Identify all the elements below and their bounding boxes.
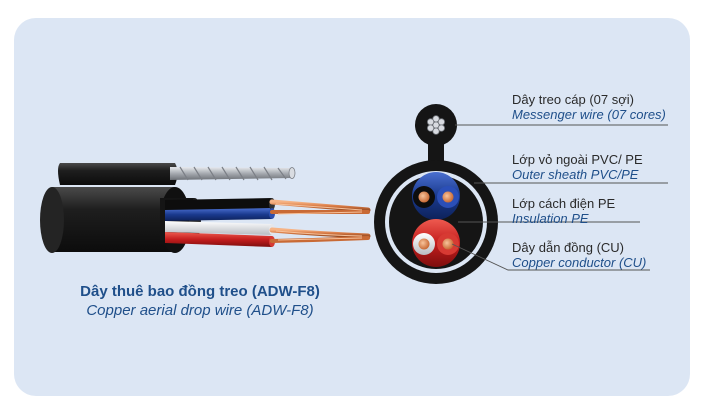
copper-core-dot	[418, 238, 430, 250]
leader-conductor	[451, 243, 650, 271]
conductor-label-vi: Dây dẫn đồng (CU)	[512, 240, 624, 255]
conductor-label-en: Copper conductor (CU)	[512, 255, 647, 270]
sheath-label-en: Outer sheath PVC/PE	[512, 167, 639, 182]
insulation-label-en: Insulation PE	[512, 211, 589, 226]
copper-core-dot	[442, 191, 454, 203]
white-insulation	[165, 221, 272, 235]
sheath-end-cap	[40, 187, 64, 253]
outer-sheath-side	[45, 187, 175, 252]
cable-cross-section	[374, 104, 498, 284]
messenger-label-vi: Dây treo cáp (07 sợi)	[512, 92, 634, 107]
red-insulation	[165, 232, 272, 247]
copper-conductors-side	[269, 199, 371, 243]
insulation-label-vi: Lớp cách điện PE	[512, 196, 616, 211]
messenger-label-en: Messenger wire (07 cores)	[512, 107, 666, 122]
cable-side-view	[40, 163, 371, 253]
copper-core-dot	[442, 238, 454, 250]
diagram-title-en: Copper aerial drop wire (ADW-F8)	[86, 302, 314, 319]
copper-core-dot	[418, 191, 430, 203]
sheath-label-vi: Lớp vỏ ngoài PVC/ PE	[512, 152, 643, 167]
leader-lines	[451, 124, 668, 271]
steel-strands-section	[426, 115, 445, 135]
messenger-strands-side	[170, 166, 296, 181]
diagram-title-vi: Dây thuê bao đồng treo (ADW-F8)	[80, 283, 320, 300]
insulated-wires-side	[165, 198, 275, 247]
messenger-sheath-side	[58, 163, 178, 185]
web-neck	[428, 140, 444, 166]
blue-insulation	[165, 208, 272, 221]
